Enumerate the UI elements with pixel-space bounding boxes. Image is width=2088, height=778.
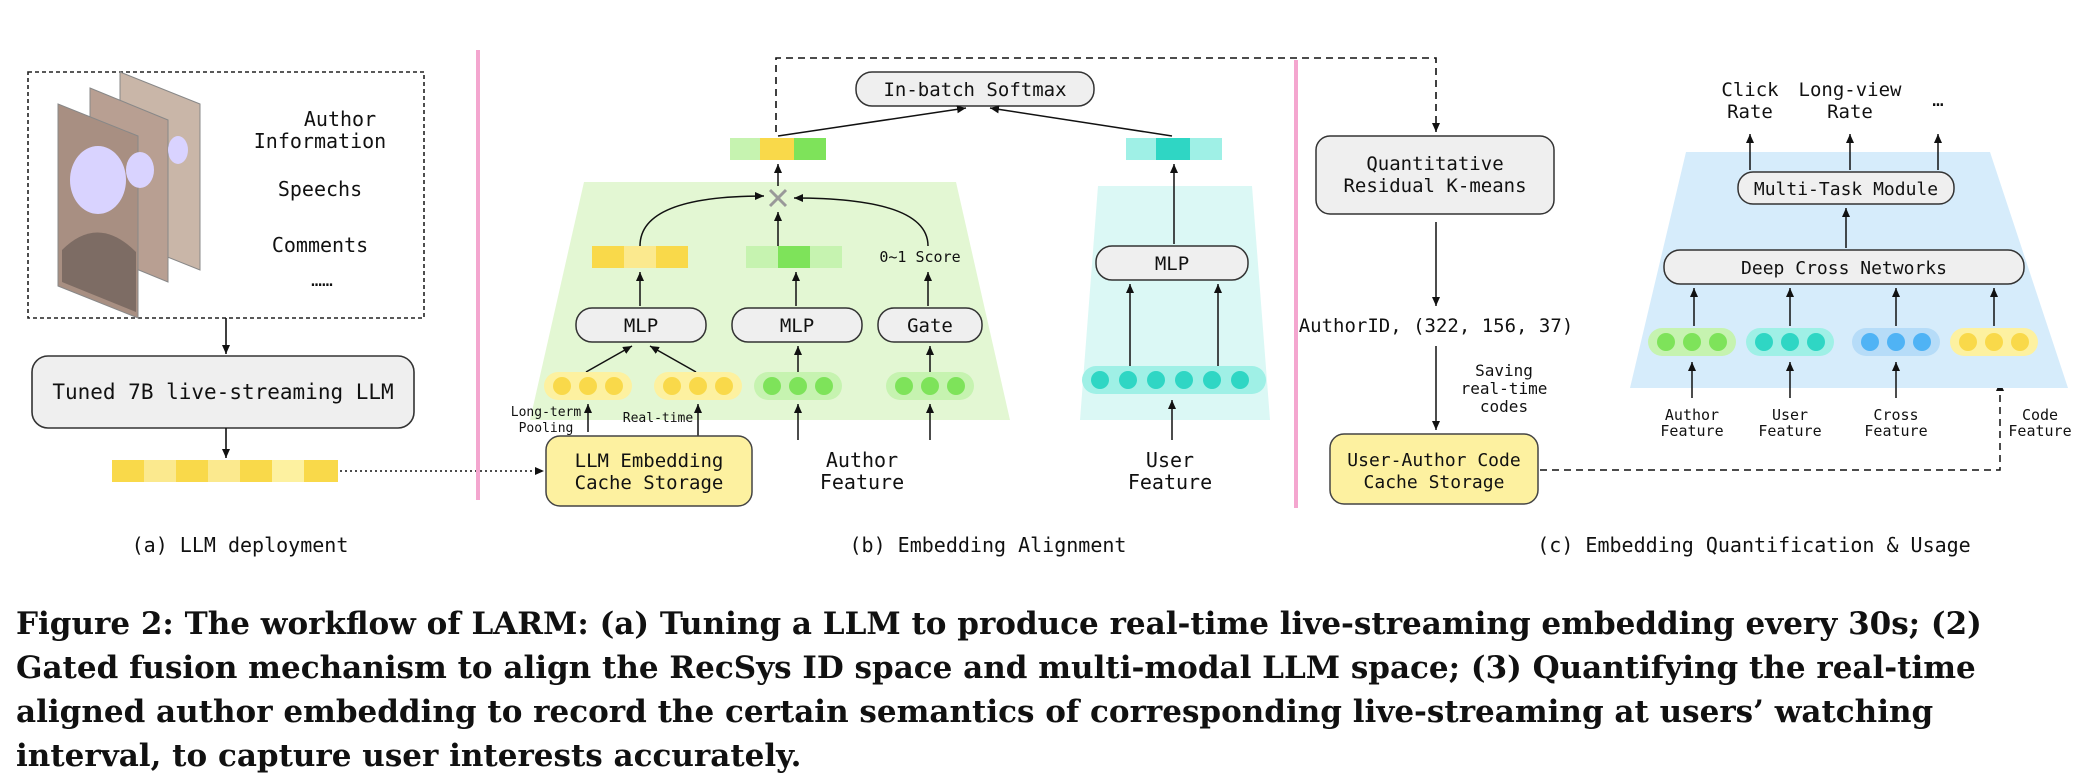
real-time-nodes — [654, 372, 742, 400]
output-more: … — [1932, 89, 1943, 111]
mlp-mid-box — [731, 307, 863, 343]
streamer-photos — [57, 71, 201, 319]
quant-label-1: Quantitative — [1366, 153, 1503, 175]
output-click-1: Click — [1721, 79, 1779, 101]
output-longview-2: Rate — [1827, 101, 1873, 123]
mlp-left-label: MLP — [624, 315, 658, 337]
softmax-label: In-batch Softmax — [883, 79, 1066, 101]
llm-projected-embedding — [592, 246, 688, 268]
panel-c-label: (c) Embedding Quantification & Usage — [1537, 533, 1970, 557]
arrow-fused-to-softmax — [777, 105, 967, 137]
llm-cache-storage-box — [545, 435, 753, 507]
feat-code-2: Feature — [2008, 422, 2071, 440]
id-projected-embedding — [746, 246, 842, 268]
feat-cross-1: Cross — [1873, 406, 1918, 424]
feat-user-1: User — [1772, 406, 1808, 424]
author-id-text: AuthorID, (322, 156, 37) — [1299, 315, 1574, 337]
saving-label-2: real-time — [1461, 379, 1548, 398]
dashed-cache-to-code-feature — [1540, 382, 2004, 471]
gate-box — [877, 307, 983, 343]
llm-embedding-vector — [112, 460, 338, 482]
llm-cache-label-1: LLM Embedding — [575, 450, 724, 472]
code-cache-box — [1329, 433, 1539, 505]
info-author: Author — [304, 107, 376, 131]
mlp-mid-label: MLP — [780, 315, 814, 337]
info-ellipsis: …… — [311, 270, 333, 291]
arrow-longterm-to-mlp — [585, 345, 633, 373]
softmax-box — [855, 71, 1095, 107]
dashed-link-to-quant — [775, 57, 1440, 132]
mlp-user-box — [1095, 245, 1249, 281]
mlp-user-label: MLP — [1155, 253, 1189, 275]
user-feature-nodes — [1082, 366, 1266, 394]
user-feature-label-1: User — [1146, 448, 1194, 472]
long-term-nodes — [544, 372, 632, 400]
multitask-label: Multi-Task Module — [1754, 179, 1938, 200]
panel-a-label: (a) LLM deployment — [132, 533, 349, 557]
author-id-nodes — [754, 372, 842, 400]
feat-cross-2: Feature — [1864, 422, 1927, 440]
arrow-realtime-to-mlp — [649, 345, 697, 373]
code-feature-nodes — [1950, 328, 2038, 356]
info-information: Information — [254, 129, 386, 153]
mlp-left-box — [575, 307, 707, 343]
tuned-llm-label: Tuned 7B live-streaming LLM — [52, 380, 393, 404]
author-gate-nodes — [886, 372, 974, 400]
saving-label-1: Saving — [1475, 361, 1533, 380]
dcn-box — [1663, 249, 2025, 285]
real-time-label: Real-time — [623, 411, 694, 426]
feat-code-1: Code — [2022, 406, 2058, 424]
workflow-diagram: Author Information Speechs Comments …… T… — [27, 50, 2072, 557]
multiply-icon — [768, 188, 788, 208]
user-embedding — [1126, 138, 1222, 160]
long-term-label-1: Long-term — [511, 405, 582, 420]
output-longview-1: Long-view — [1799, 79, 1903, 101]
feat-user-2: Feature — [1758, 422, 1821, 440]
saving-label-3: codes — [1480, 397, 1528, 416]
info-speechs: Speechs — [278, 177, 362, 201]
curve-gate-to-mult — [793, 194, 929, 247]
feat-author-1: Author — [1665, 406, 1719, 424]
long-term-label-2: Pooling — [519, 421, 574, 436]
feat-author-2: Feature — [1660, 422, 1723, 440]
info-comments: Comments — [272, 233, 368, 257]
user-feature-nodes-c — [1746, 328, 1834, 356]
arrow-user-to-softmax — [989, 105, 1173, 137]
author-feature-label-1: Author — [826, 448, 898, 472]
panel-b-label: (b) Embedding Alignment — [850, 533, 1127, 557]
tuned-llm-box — [31, 355, 415, 429]
code-cache-label-2: Cache Storage — [1364, 472, 1505, 493]
output-click-2: Rate — [1727, 101, 1773, 123]
author-feature-nodes — [1648, 328, 1736, 356]
figure-caption: Figure 2: The workflow of LARM: (a) Tuni… — [16, 606, 1982, 774]
user-tower-background — [1080, 186, 1270, 420]
author-tower-background — [530, 182, 1010, 420]
quant-label-2: Residual K-means — [1343, 175, 1526, 197]
code-cache-label-1: User-Author Code — [1347, 450, 1520, 471]
gate-label: Gate — [907, 315, 953, 337]
dcn-label: Deep Cross Networks — [1741, 258, 1947, 279]
author-feature-label-2: Feature — [820, 470, 904, 494]
cross-feature-nodes — [1852, 328, 1940, 356]
user-feature-label-2: Feature — [1128, 470, 1212, 494]
llm-cache-label-2: Cache Storage — [575, 472, 724, 494]
multitask-box — [1737, 171, 1955, 205]
quant-kmeans-box — [1315, 135, 1555, 215]
curve-left-to-mult — [639, 192, 765, 247]
score-label: 0~1 Score — [879, 248, 960, 266]
fused-author-embedding — [730, 138, 826, 160]
